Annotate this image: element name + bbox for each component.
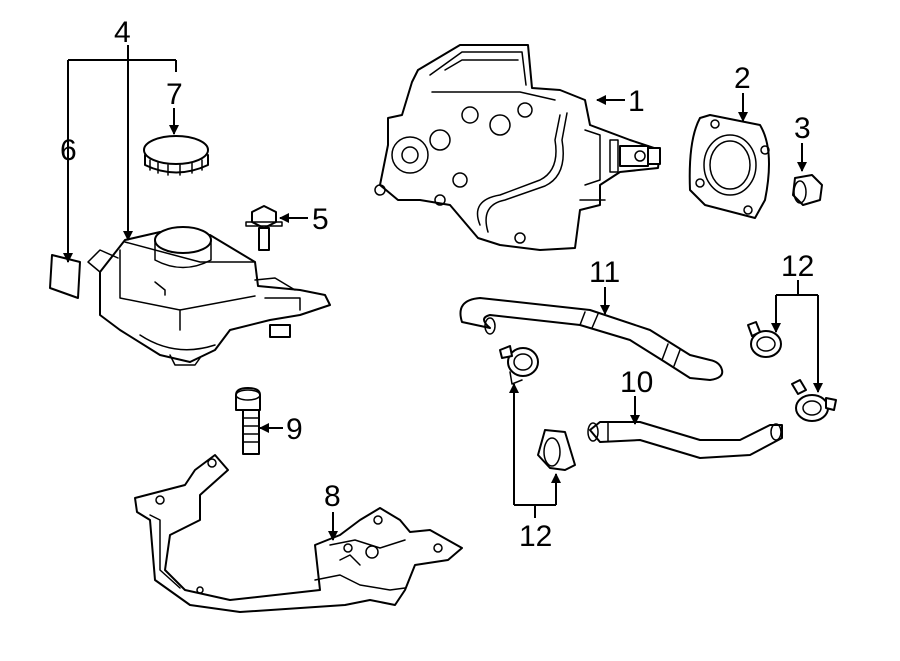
- hose-clamp-2: [537, 429, 576, 471]
- brake-booster-assembly: [374, 44, 661, 251]
- callout-11: 11: [589, 256, 620, 289]
- hose-clamp-4: [791, 379, 837, 422]
- callout-9: 9: [286, 413, 303, 446]
- callout-1: 1: [628, 85, 645, 118]
- callout-5: 5: [312, 203, 329, 236]
- callout-7: 7: [166, 78, 183, 111]
- reservoir-bolt: [245, 205, 283, 251]
- callout-12-bottom: 12: [519, 520, 552, 553]
- leader-lines: [63, 45, 823, 541]
- vacuum-hose-upper: [459, 297, 724, 381]
- callout-4: 4: [114, 16, 131, 49]
- hose-clamp-3: [747, 321, 782, 358]
- reservoir-cap: [143, 135, 209, 176]
- callout-6: 6: [60, 134, 77, 167]
- callout-12-top: 12: [781, 250, 814, 283]
- bracket-bolt: [235, 387, 261, 455]
- fluid-reservoir: [87, 226, 331, 366]
- mounting-bracket: [134, 454, 463, 613]
- callout-10: 10: [620, 366, 653, 399]
- callout-labels: 4 7 6 5 1 2 3 9 8 11 10 12 12: [60, 16, 814, 553]
- hose-clamp-1: [499, 345, 539, 385]
- callout-3: 3: [794, 112, 811, 145]
- vacuum-hose-lower: [587, 421, 783, 459]
- callout-8: 8: [324, 480, 341, 513]
- callout-2: 2: [734, 62, 751, 95]
- booster-nut: [792, 174, 823, 206]
- warning-label: [49, 254, 81, 299]
- booster-gasket: [688, 114, 770, 219]
